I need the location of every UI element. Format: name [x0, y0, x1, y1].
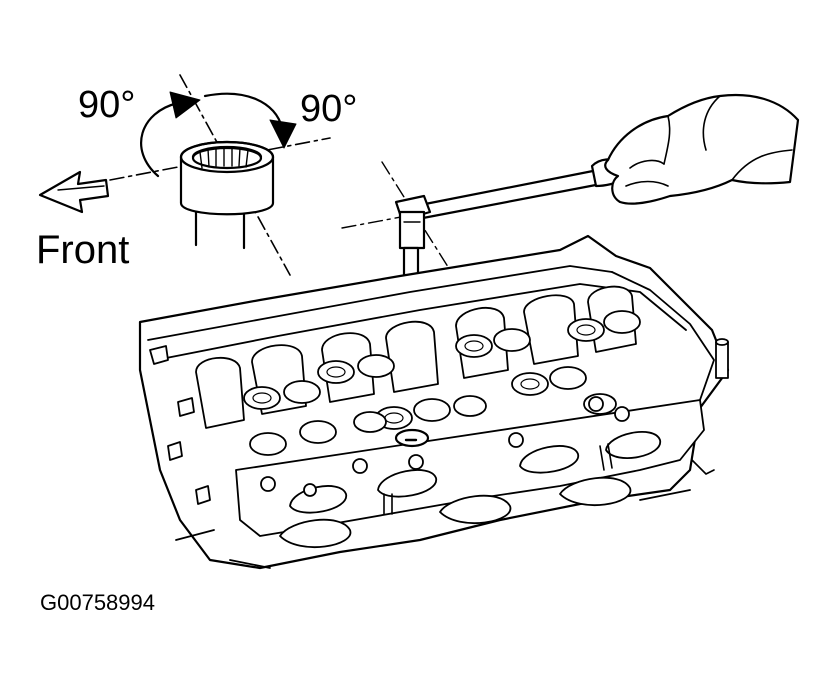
cylinder-head — [138, 234, 730, 570]
rotation-arrow-left — [140, 91, 201, 178]
front-arrow — [38, 170, 110, 214]
socket-cylinder — [179, 140, 275, 250]
rotation-inset — [38, 74, 331, 276]
angle-label-left: 90° — [78, 84, 136, 126]
spark-plug-well — [394, 428, 430, 448]
front-label: Front — [36, 228, 130, 272]
angle-label-right: 90° — [300, 88, 358, 130]
rotation-arrow-right — [203, 92, 297, 149]
figure-id: G00758994 — [40, 590, 155, 615]
hand-icon — [604, 93, 800, 205]
